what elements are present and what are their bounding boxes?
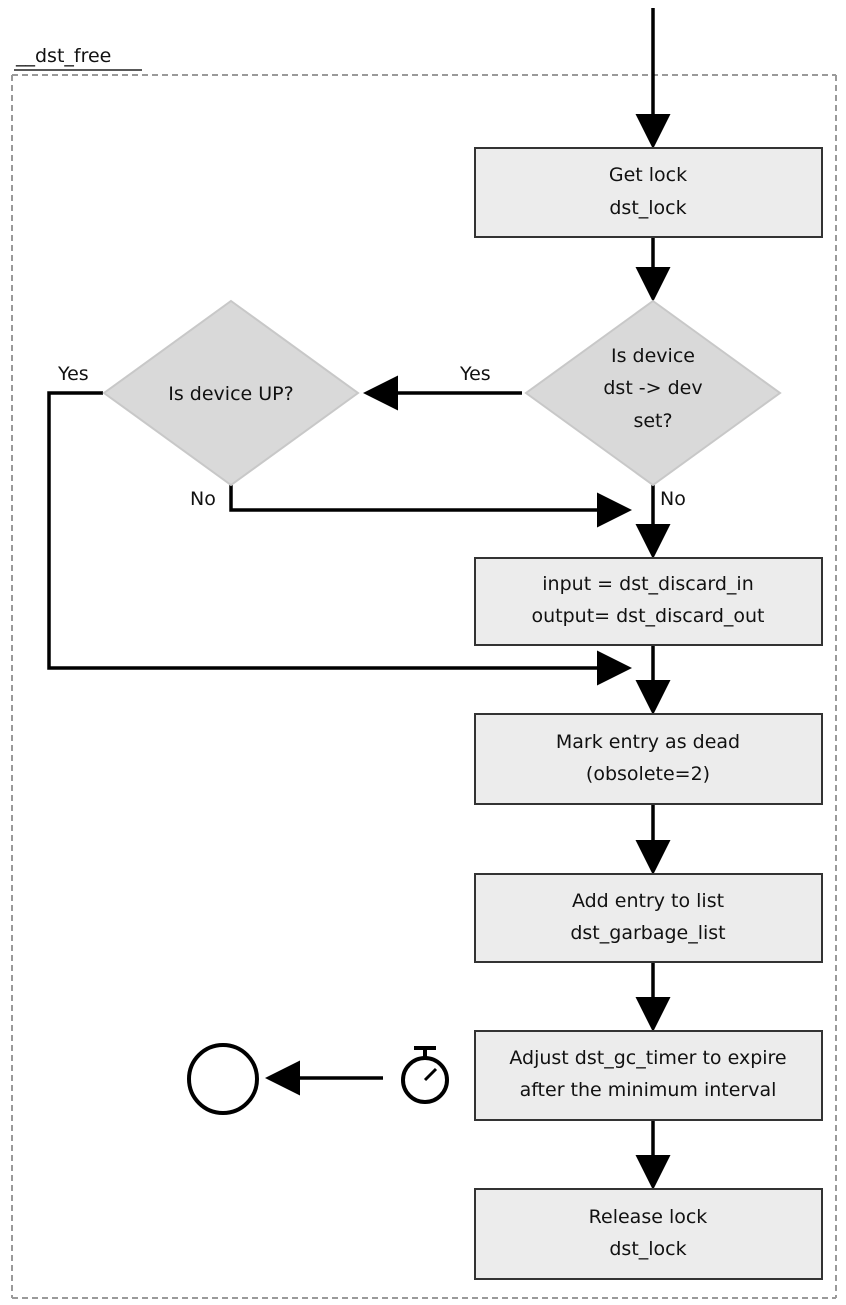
box-adjust-timer-line2: after the minimum interval (520, 1079, 777, 1101)
box-adjust-timer-line1: Adjust dst_gc_timer to expire (509, 1047, 786, 1069)
box-adjust-timer: Adjust dst_gc_timer to expire after the … (474, 1030, 823, 1121)
terminal-circle (187, 1043, 259, 1115)
box-add-entry-line2: dst_garbage_list (570, 922, 725, 944)
label-set-yes: Yes (459, 363, 491, 385)
box-add-entry-line1: Add entry to list (572, 890, 724, 912)
decision-set-line2: dst -> dev (603, 377, 702, 399)
label-set-no: No (660, 488, 686, 510)
edge-up-yes (47, 391, 632, 686)
decision-up-line1: Is device UP? (168, 383, 293, 405)
box-get-lock-line2: dst_lock (609, 197, 686, 219)
decision-set-line1: Is device (611, 345, 695, 367)
decision-is-device-set: Is device dst -> dev set? (524, 299, 782, 487)
function-name-label: __dst_free (15, 45, 111, 67)
box-release-lock: Release lock dst_lock (474, 1188, 823, 1280)
box-mark-dead: Mark entry as dead (obsolete=2) (474, 713, 823, 805)
box-discard: input = dst_discard_in output= dst_disca… (474, 557, 823, 646)
edge-up-no (229, 485, 632, 528)
box-release-lock-line1: Release lock (589, 1206, 708, 1228)
stopwatch-icon (401, 1046, 449, 1104)
edges (47, 8, 671, 1190)
box-mark-dead-line2: (obsolete=2) (586, 763, 710, 785)
box-mark-dead-line1: Mark entry as dead (556, 731, 740, 753)
box-release-lock-line2: dst_lock (609, 1238, 686, 1260)
label-up-no: No (190, 488, 216, 510)
box-get-lock: Get lock dst_lock (474, 147, 823, 238)
decision-set-line3: set? (633, 410, 672, 432)
box-get-lock-line1: Get lock (609, 164, 687, 186)
function-boundary (11, 69, 837, 1299)
box-discard-line1: input = dst_discard_in (542, 573, 753, 595)
box-discard-line2: output= dst_discard_out (531, 605, 764, 627)
decision-is-device-up: Is device UP? (102, 299, 360, 487)
box-add-entry: Add entry to list dst_garbage_list (474, 873, 823, 963)
label-up-yes: Yes (57, 363, 89, 385)
